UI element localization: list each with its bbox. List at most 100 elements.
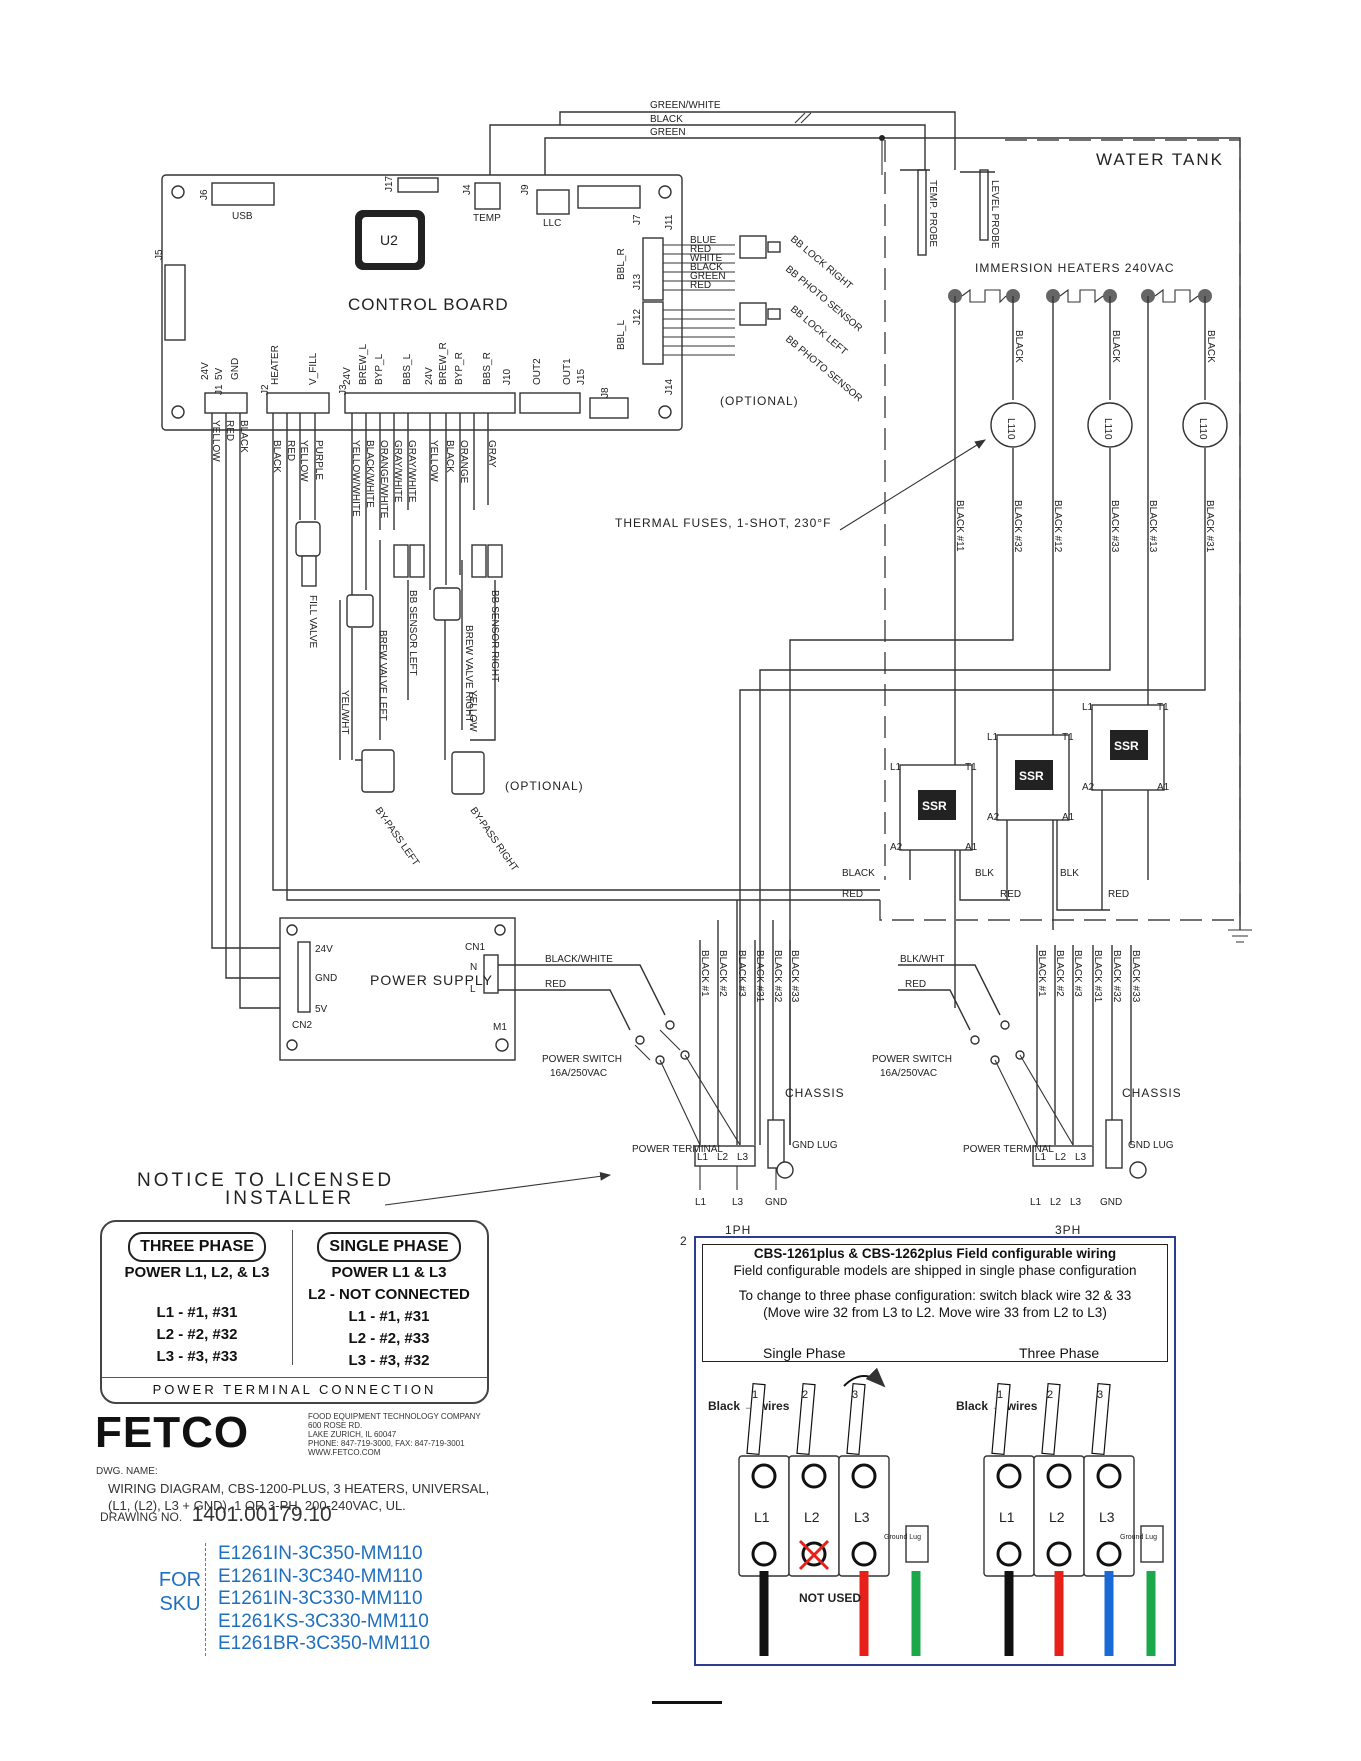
single-phase-row-1: L1 - #1, #31 [348, 1308, 430, 1325]
wire-label-green: GREEN [650, 127, 686, 138]
ps-pin-5v: 5V [315, 1004, 328, 1015]
heater-wire-3: BLACK [1205, 330, 1216, 363]
field-config-text: CBS-1261plus & CBS-1262plus Field config… [702, 1244, 1168, 1362]
ssr-wire-blk-2: BLK [1060, 868, 1079, 879]
right-gnd-lug-label: GND LUG [1128, 1140, 1174, 1151]
left-terminal-label: POWER TERMINAL [632, 1144, 723, 1155]
right-phase-label: 3PH [1055, 1223, 1081, 1237]
connector-j3: J3 [338, 384, 349, 395]
config-line-2: Field configurable models are shipped in… [733, 1263, 1137, 1278]
config-line-4: (Move wire 32 from L3 to L2. Move wire 3… [763, 1305, 1107, 1320]
chip-u2: U2 [380, 232, 398, 248]
j2-wire-purple: PURPLE [313, 440, 324, 480]
connector-j8: J8 [600, 387, 611, 398]
j3-wire-orange: ORANGE [458, 440, 469, 484]
ssr-2-t1: T1 [1062, 732, 1074, 743]
left-term-l1: L1 [697, 1152, 709, 1163]
ssr-1: SSR L1 T1 A2 A1 [890, 762, 978, 853]
j1-pin-24v: 24V [200, 362, 211, 380]
lock-wire-blue: BLUE [690, 235, 716, 246]
cfg-l1-a: L1 [754, 1509, 770, 1525]
dwg-no-label: DRAWING NO. [100, 1510, 183, 1524]
three-phase-row-2: L2 - #2, #32 [156, 1326, 238, 1343]
fuse-wire-12: BLACK #12 [1052, 500, 1063, 553]
fuse-label-3: L110 [1197, 418, 1208, 440]
single-phase-head: SINGLE PHASE [317, 1232, 461, 1262]
ssr-1-l1: L1 [890, 762, 902, 773]
right-wire-blk-wht: BLK/WHT [900, 954, 944, 965]
sku-item: E1261BR-3C350-MM110 [218, 1633, 430, 1654]
drawing-number: DRAWING NO. 1401.00179.10 [100, 1503, 332, 1527]
single-phase-power: POWER L1 & L3 [331, 1264, 447, 1281]
connector-j2: J2 [260, 384, 271, 395]
control-board: U2 CONTROL BOARD USB TEMP LLC 24V 5V GND… [154, 174, 683, 431]
ps-pin-gnd: GND [315, 973, 337, 984]
company-info: FOOD EQUIPMENT TECHNOLOGY COMPANY 600 RO… [308, 1412, 498, 1457]
ground-lug-2: Ground Lug [1120, 1534, 1157, 1541]
valve-wire-yellow: YELLOW [467, 690, 478, 732]
right-wire-32: BLACK #32 [1111, 950, 1122, 1003]
cfg-num-3a: 3 [852, 1389, 858, 1401]
three-phase-row-1: L1 - #1, #31 [156, 1304, 238, 1321]
lock-wire-red: RED [690, 244, 711, 255]
power-supply: POWER SUPPLY 24V GND 5V N L CN1 CN2 M1 B… [279, 917, 666, 1061]
company-line-3: LAKE ZURICH, IL 60047 [308, 1430, 397, 1439]
ssr-1-label: SSR [922, 799, 947, 813]
lock-wire-black: BLACK [690, 262, 723, 273]
heater-wire-1: BLACK [1013, 330, 1024, 363]
j2-pin-heater: HEATER [270, 345, 281, 385]
company-line-4: PHONE: 847-719-3000, FAX: 847-719-3001 [308, 1439, 465, 1448]
left-chassis-label: CHASSIS [785, 1086, 845, 1100]
immersion-heaters: IMMERSION HEATERS 240VAC BLACK BLACK BLA… [615, 261, 1228, 1145]
config-line-3: To change to three phase configuration: … [738, 1288, 1132, 1303]
left-gnd-lug-label: GND LUG [792, 1140, 838, 1151]
right-wire-31: BLACK #31 [1092, 950, 1103, 1003]
usb-label: USB [232, 211, 253, 222]
left-wire-3: BLACK #3 [736, 950, 747, 997]
ssr-2-a2: A2 [987, 812, 1000, 823]
j3-pin-byp-l: BYP_L [374, 353, 385, 385]
left-switch-label: POWER SWITCH [542, 1054, 622, 1065]
lock-harness: BLUE RED WHITE BLACK GREEN RED BB LOCK R… [663, 234, 864, 408]
left-wire-32: BLACK #32 [772, 950, 783, 1003]
j1-wire-yellow: YELLOW [210, 420, 221, 462]
sku-for-label: FOR SKU [158, 1569, 202, 1615]
three-phase-row-3: L3 - #3, #33 [156, 1348, 238, 1365]
connector-j11: J11 [664, 214, 675, 230]
left-phase-label: 1PH [725, 1223, 751, 1237]
j3-pin-bbs-r: BBS_R [482, 352, 493, 385]
j3-wire-gray: GRAY [486, 440, 497, 468]
right-bottom-l2: L2 [1050, 1197, 1062, 1208]
ssr-3-label: SSR [1114, 739, 1139, 753]
sku-item: E1261IN-3C330-MM110 [218, 1588, 423, 1609]
fetco-logo: FETCO [95, 1408, 250, 1457]
wire-label-green-white: GREEN/WHITE [650, 100, 721, 111]
j3-wire-gray-white: GRAY/WHITE [392, 440, 403, 503]
ssr-2-label: SSR [1019, 769, 1044, 783]
field-config-box: CBS-1261plus & CBS-1262plus Field config… [694, 1236, 1176, 1666]
llc-label: LLC [543, 218, 561, 229]
notice-title-2: INSTALLER [225, 1188, 354, 1209]
water-tank-label: WATER TANK [1096, 150, 1224, 169]
left-term-l2: L2 [717, 1152, 729, 1163]
fuse-wire-32: BLACK #32 [1012, 500, 1023, 553]
j3-wire-gray-white-2: GRAY/WHITE [406, 440, 417, 503]
j2-wire-yellow: YELLOW [298, 440, 309, 482]
ssr-wire-red-1: RED [1000, 889, 1021, 900]
j3-wire-yellow: YELLOW [428, 440, 439, 482]
right-term-l3: L3 [1075, 1152, 1087, 1163]
company-line-5: WWW.FETCO.COM [308, 1448, 381, 1457]
single-phase-row-3: L3 - #3, #32 [348, 1352, 430, 1369]
lock-wire-white: WHITE [690, 253, 723, 264]
connector-j15: J15 [576, 368, 587, 385]
cfg-num-1b: 1 [997, 1389, 1003, 1401]
connector-j5: J5 [154, 249, 165, 260]
notice-table: THREE PHASE POWER L1, L2, & L3 L1 - #1, … [100, 1220, 489, 1404]
j3-wire-black-white: BLACK/WHITE [364, 440, 375, 508]
out2-label: OUT2 [532, 358, 543, 385]
cfg-l2-a: L2 [804, 1509, 820, 1525]
right-switch-label: POWER SWITCH [872, 1054, 952, 1065]
fuse-wire-31: BLACK #31 [1204, 500, 1215, 553]
right-bottom-l3: L3 [1070, 1197, 1082, 1208]
